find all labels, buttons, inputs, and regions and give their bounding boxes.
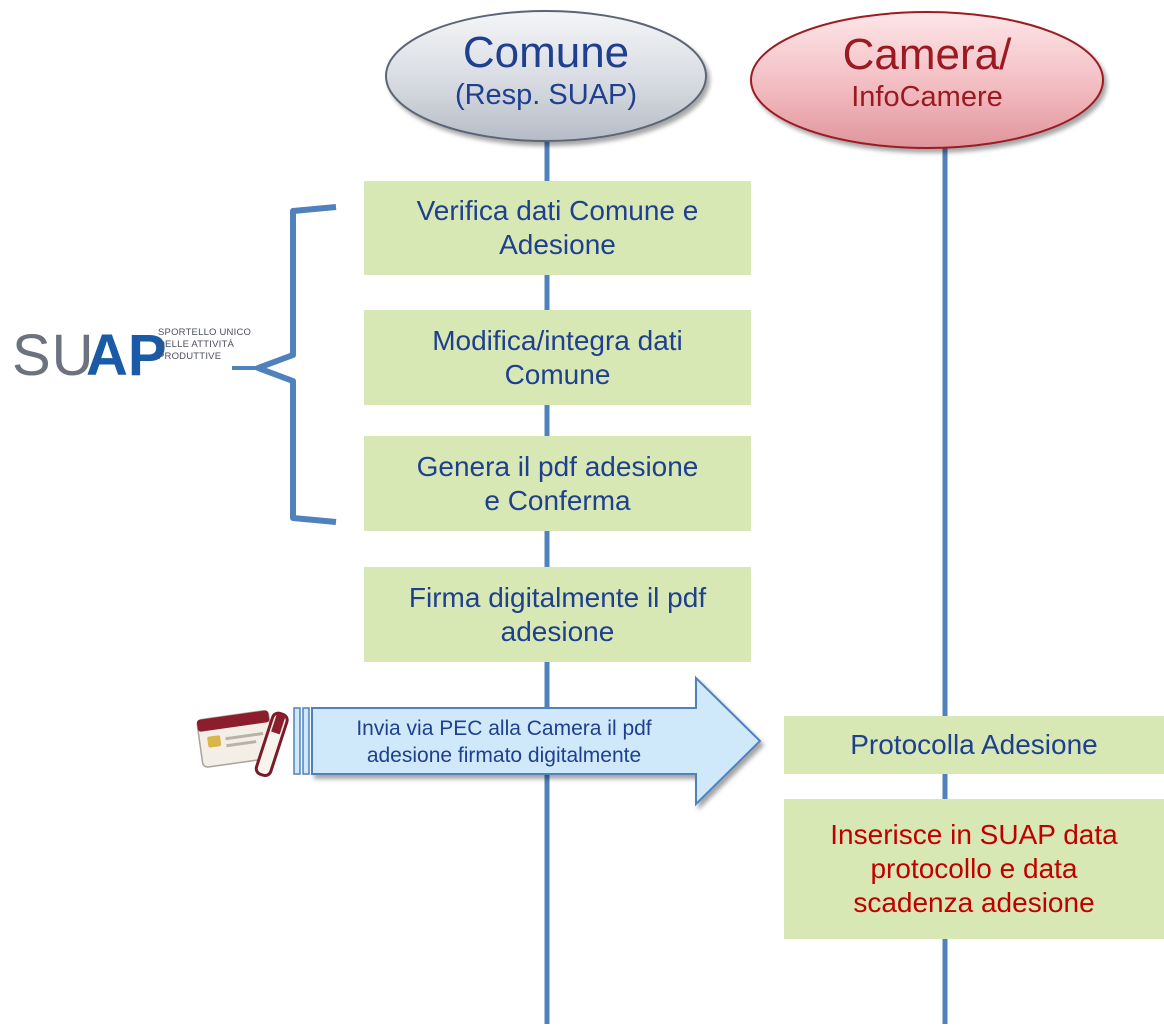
step-verifica-label: Verifica dati Comune e Adesione [416,195,699,260]
step-modifica-label: Modifica/integra dati Comune [432,324,683,390]
actor-comune-subtitle: (Resp. SUAP) [454,79,638,111]
actor-comune-title: Comune [462,28,630,77]
actor-camera-subtitle: InfoCamere [851,81,1003,113]
actor-comune-label: Comune (Resp. SUAP) [386,28,706,112]
suap-bracket [255,204,337,525]
step-modifica: Modifica/integra dati Comune [364,310,751,405]
suap-logo-letters-blue: AP [86,323,167,388]
actor-camera-title: Camera/ [842,30,1012,79]
step-firma-label: Firma digitalmente il pdf adesione [408,581,707,647]
smart-card-icon [196,710,289,778]
step-genera-label: Genera il pdf adesione e Conferma [416,450,699,516]
step-genera: Genera il pdf adesione e Conferma [364,436,751,531]
step-inserisce-label: Inserisce in SUAP data protocollo e data… [830,819,1118,918]
step-inserisce: Inserisce in SUAP data protocollo e data… [784,799,1164,939]
step-firma: Firma digitalmente il pdf adesione [364,567,751,662]
pec-arrow [293,675,762,807]
step-protocolla-label: Protocolla Adesione [850,729,1098,760]
suap-logo: SU AP SPORTELLO UNICO DELLE ATTIVITÀ PRO… [12,323,262,393]
suap-logo-letters-grey: SU [12,323,95,388]
step-verifica: Verifica dati Comune e Adesione [364,181,751,275]
step-protocolla: Protocolla Adesione [784,716,1164,774]
actor-camera-ellipse [750,11,1104,149]
pec-arrow-label: Invia via PEC alla Camera il pdf adesion… [356,717,652,767]
actor-comune-ellipse [385,10,707,142]
actor-camera-label: Camera/ InfoCamere [751,30,1103,114]
suap-logo-tagline: SPORTELLO UNICO DELLE ATTIVITÀ PRODUTTIV… [158,327,252,362]
